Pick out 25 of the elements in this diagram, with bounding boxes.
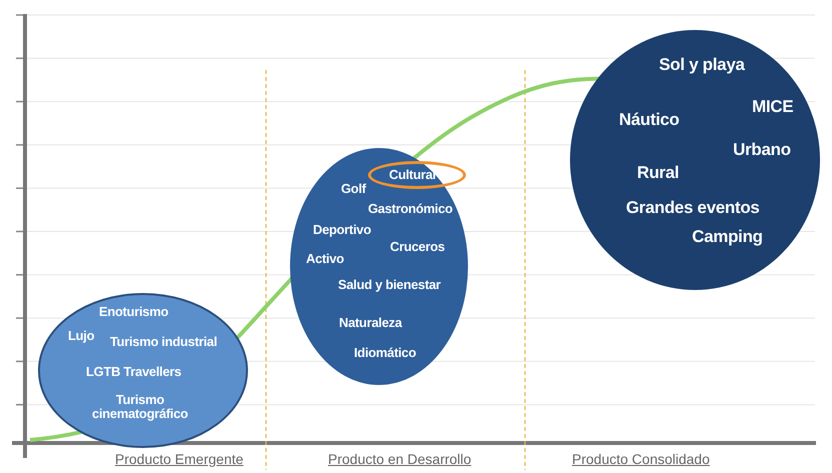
category-name: Golf bbox=[341, 182, 366, 196]
category-name: Turismo cinematográfico bbox=[91, 393, 189, 422]
category-name: Náutico bbox=[619, 111, 680, 130]
category-name: Gastronómico bbox=[368, 202, 453, 216]
category-name: Sol y playa bbox=[659, 56, 745, 75]
category-name: MICE bbox=[752, 98, 794, 117]
category-name: Cultural bbox=[389, 168, 436, 182]
category-name: Urbano bbox=[733, 141, 791, 160]
category-name: LGTB Travellers bbox=[86, 365, 182, 380]
category-name: Grandes eventos bbox=[626, 199, 760, 218]
category-name: Enoturismo bbox=[99, 305, 168, 320]
category-name: Activo bbox=[306, 252, 344, 266]
category-name: Idiomático bbox=[354, 346, 416, 360]
category-name: Cruceros bbox=[390, 240, 445, 254]
category-name: Rural bbox=[637, 164, 679, 183]
category-name: Salud y bienestar bbox=[338, 278, 441, 292]
category-name: Turismo industrial bbox=[110, 335, 218, 350]
highlight-ellipse bbox=[368, 161, 466, 189]
phase-label: Producto Emergente bbox=[115, 451, 244, 467]
category-name: Naturaleza bbox=[339, 316, 402, 330]
category-name: Lujo bbox=[68, 329, 94, 344]
category-name: Camping bbox=[692, 228, 763, 247]
phase-label: Producto en Desarrollo bbox=[328, 451, 472, 467]
phase-label: Producto Consolidado bbox=[572, 451, 710, 467]
category-name: Deportivo bbox=[313, 223, 371, 238]
